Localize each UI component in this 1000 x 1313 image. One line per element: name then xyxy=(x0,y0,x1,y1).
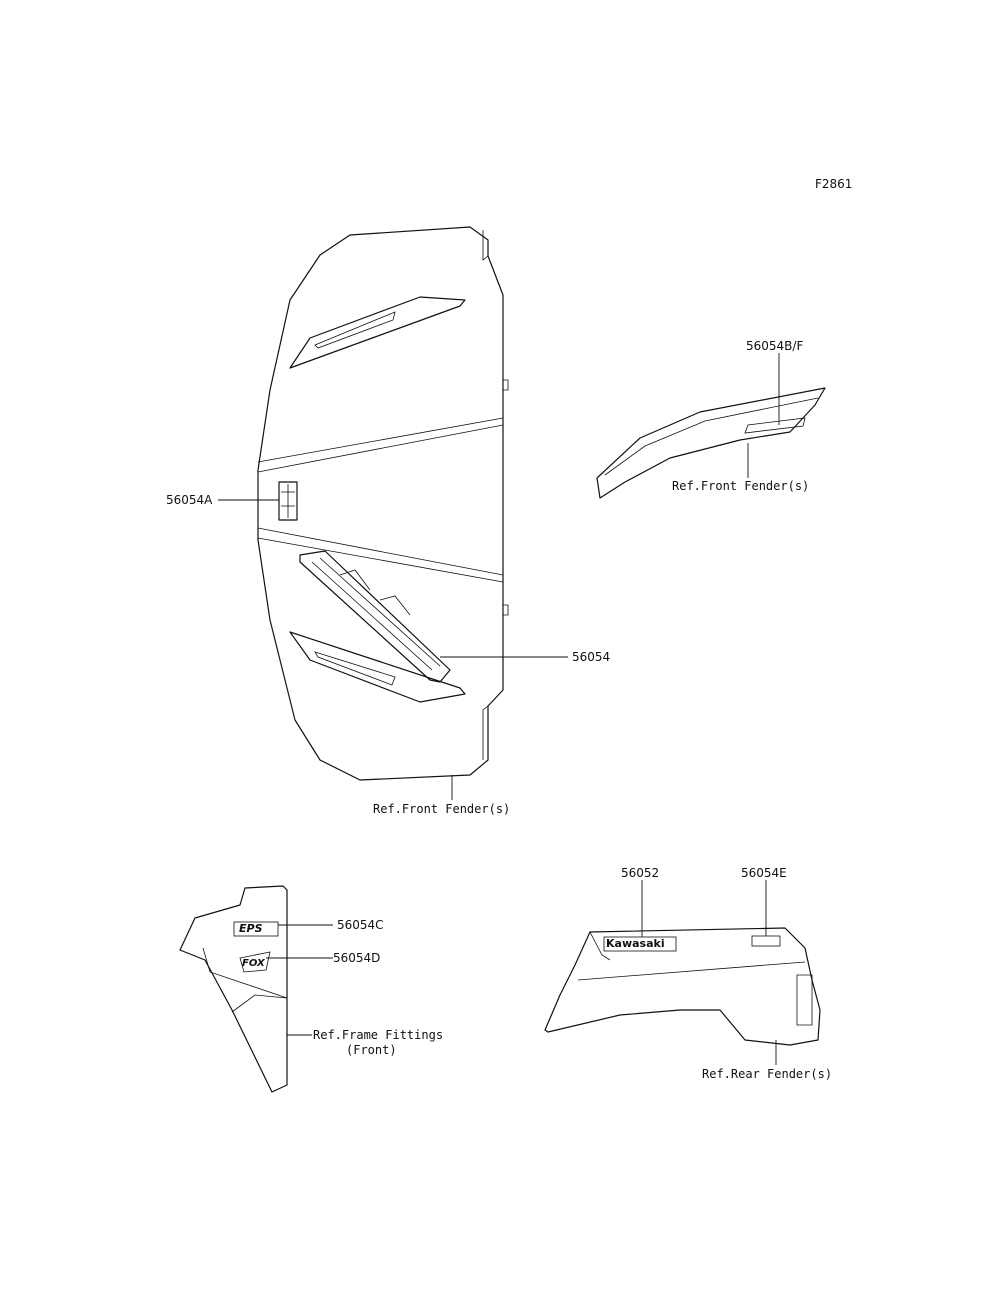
callout-56054C[interactable]: 56054C xyxy=(337,918,384,932)
frame-fittings-part xyxy=(179,885,333,1093)
eps-decal-text: EPS xyxy=(239,922,263,935)
front-fender-side-view xyxy=(596,353,826,499)
callout-56054A[interactable]: 56054A xyxy=(166,493,213,507)
callout-56052[interactable]: 56052 xyxy=(621,866,660,880)
fox-decal-text: FOX xyxy=(242,958,265,969)
ref-rear-fender: Ref.Rear Fender(s) xyxy=(702,1067,833,1081)
callout-56054D[interactable]: 56054D xyxy=(333,951,381,965)
kawasaki-decal-text: Kawasaki xyxy=(606,937,665,950)
ref-front-fender-main: Ref.Front Fender(s) xyxy=(373,802,511,816)
figure-code: F2861 xyxy=(815,177,853,191)
callout-56054BF[interactable]: 56054B/F xyxy=(746,339,804,353)
rear-fender-part xyxy=(544,880,821,1065)
ref-frame-fittings-sub: (Front) xyxy=(346,1043,397,1057)
front-fender-top-view xyxy=(218,226,568,800)
ref-front-fender-side: Ref.Front Fender(s) xyxy=(672,479,810,493)
callout-56054E[interactable]: 56054E xyxy=(741,866,787,880)
callout-56054[interactable]: 56054 xyxy=(572,650,611,664)
ref-frame-fittings: Ref.Frame Fittings xyxy=(313,1028,444,1042)
